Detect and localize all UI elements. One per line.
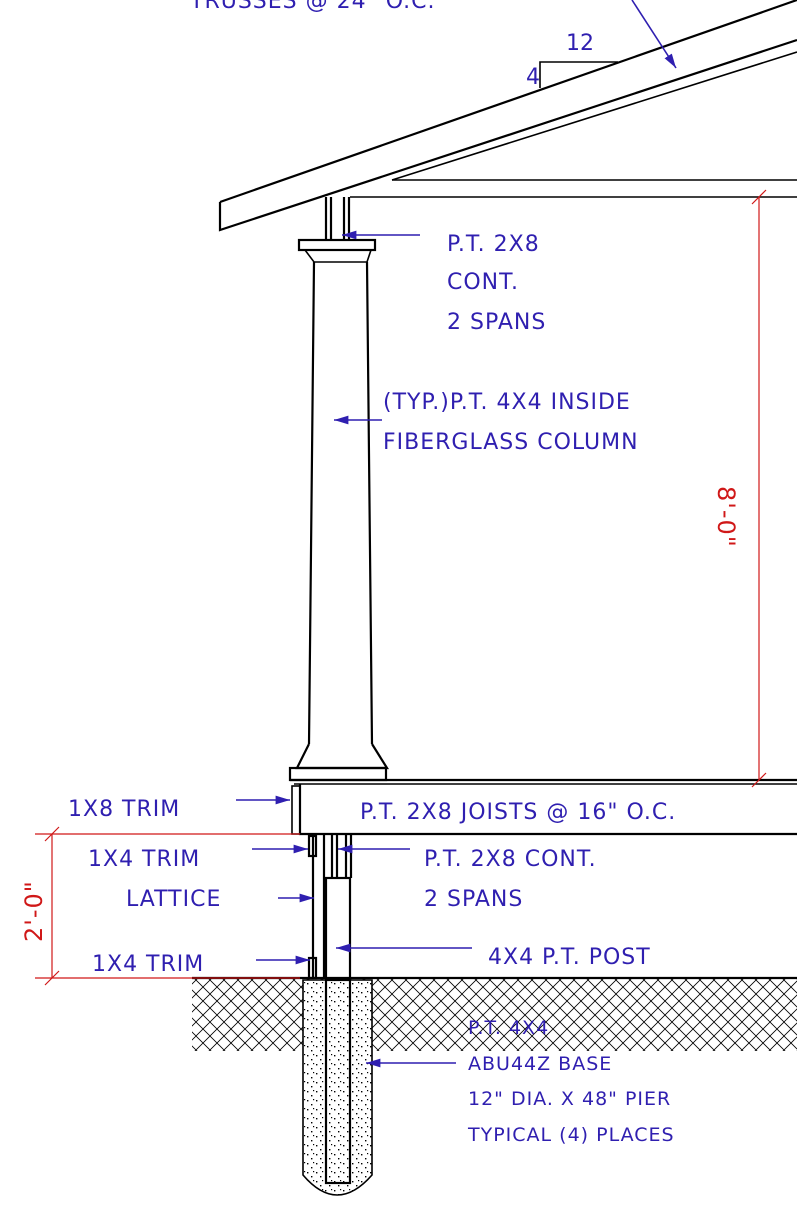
soil-hatch <box>192 979 797 1051</box>
leaders <box>236 230 472 1068</box>
crawl-height-ticks <box>44 826 60 986</box>
pier-stipple <box>303 980 372 1195</box>
column-assembly <box>288 197 389 782</box>
column-label-1: (TYP.)P.T. 4X4 INSIDE <box>383 390 631 415</box>
girder-label-1: P.T. 2X8 CONT. <box>424 847 597 872</box>
embedded-post <box>324 978 352 1185</box>
column-label-2: FIBERGLASS COLUMN <box>383 430 639 455</box>
floor-framing <box>290 778 797 1185</box>
column-capital <box>297 238 377 252</box>
beam-label-3: 2 SPANS <box>447 310 546 335</box>
trim-1x8 <box>291 785 301 835</box>
crawl-extension-lines <box>35 833 300 979</box>
trim-1x4-bottom-label: 1X4 TRIM <box>92 952 204 977</box>
column-base <box>295 743 389 770</box>
girder-label-2: 2 SPANS <box>424 887 523 912</box>
trusses-label: TRUSSES @ 24" O.C. <box>189 0 436 14</box>
lattice-lines <box>311 834 326 978</box>
girder-2x8 <box>330 834 353 878</box>
beam-label-2: CONT. <box>447 270 519 295</box>
column-plinth <box>288 766 388 782</box>
pitch-rise: 4 <box>526 65 540 90</box>
trusses-leader <box>631 0 677 69</box>
column-shaft <box>307 261 374 745</box>
roof: 4 12 TRUSSES @ 24" O.C. <box>189 0 797 232</box>
pier-label-3: 12" DIA. X 48" PIER <box>468 1088 671 1110</box>
ground <box>192 976 797 1196</box>
crawl-height-text: 2'-0" <box>20 880 48 942</box>
joists-label: P.T. 2X8 JOISTS @ 16" O.C. <box>360 800 676 825</box>
lattice-label: LATTICE <box>126 887 221 912</box>
pier-label-2: ABU44Z BASE <box>468 1053 612 1075</box>
beam-2x8 <box>324 197 351 240</box>
column-neck <box>304 249 372 263</box>
pier-label-4: TYPICAL (4) PLACES <box>467 1124 675 1146</box>
labels: P.T. 2X8 CONT. 2 SPANS (TYP.)P.T. 4X4 IN… <box>68 232 676 1146</box>
trim-1x4-top <box>307 834 318 858</box>
pitch-symbol <box>539 61 618 88</box>
trim-1x4-top-label: 1X4 TRIM <box>88 847 200 872</box>
post-label: 4X4 P.T. POST <box>488 945 651 970</box>
column-height-ticks <box>751 189 767 788</box>
pier-label-1: P.T. 4X4 <box>468 1017 549 1039</box>
beam-label-1: P.T. 2X8 <box>447 232 540 257</box>
roof-rafter <box>218 38 797 232</box>
pitch-run: 12 <box>566 31 594 56</box>
column-height-text: 8'-0" <box>712 486 740 548</box>
roof-top-line <box>219 0 797 204</box>
ceiling-chord <box>391 51 797 181</box>
dimensions: 8'-0" 2'-0" <box>20 189 767 986</box>
trim-1x8-label: 1X8 TRIM <box>68 797 180 822</box>
